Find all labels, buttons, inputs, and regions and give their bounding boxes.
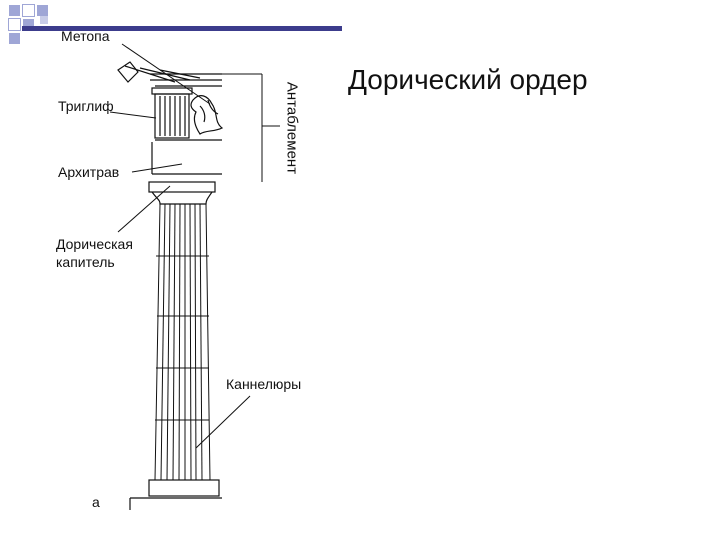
label-architrave: Архитрав [58, 164, 120, 180]
deco-square [8, 18, 21, 31]
deco-square [8, 32, 21, 45]
cornice [117, 61, 222, 87]
label-capital-line2: капитель [56, 254, 115, 270]
frieze [151, 87, 224, 141]
label-capital-line1: Дорическая [56, 236, 133, 252]
capital [148, 181, 216, 205]
deco-square [22, 4, 35, 17]
label-entablature-box: Антаблемент [281, 72, 303, 184]
metope-relief [190, 95, 224, 135]
label-figure-letter: а [92, 494, 100, 510]
architrave [151, 142, 222, 175]
leader-lines [109, 43, 251, 449]
label-metope: Метопа [61, 28, 110, 44]
label-triglyph: Триглиф [58, 98, 114, 114]
label-flutes: Каннелюры [226, 376, 302, 392]
slide-title: Дорический ордер [348, 64, 588, 95]
label-entablature: Антаблемент [283, 81, 301, 175]
title-rule [22, 26, 342, 31]
column-shaft [154, 203, 211, 481]
stylobate [129, 479, 222, 510]
deco-square [8, 4, 21, 17]
entablature-bracket [218, 73, 280, 182]
deco-square [40, 16, 48, 24]
